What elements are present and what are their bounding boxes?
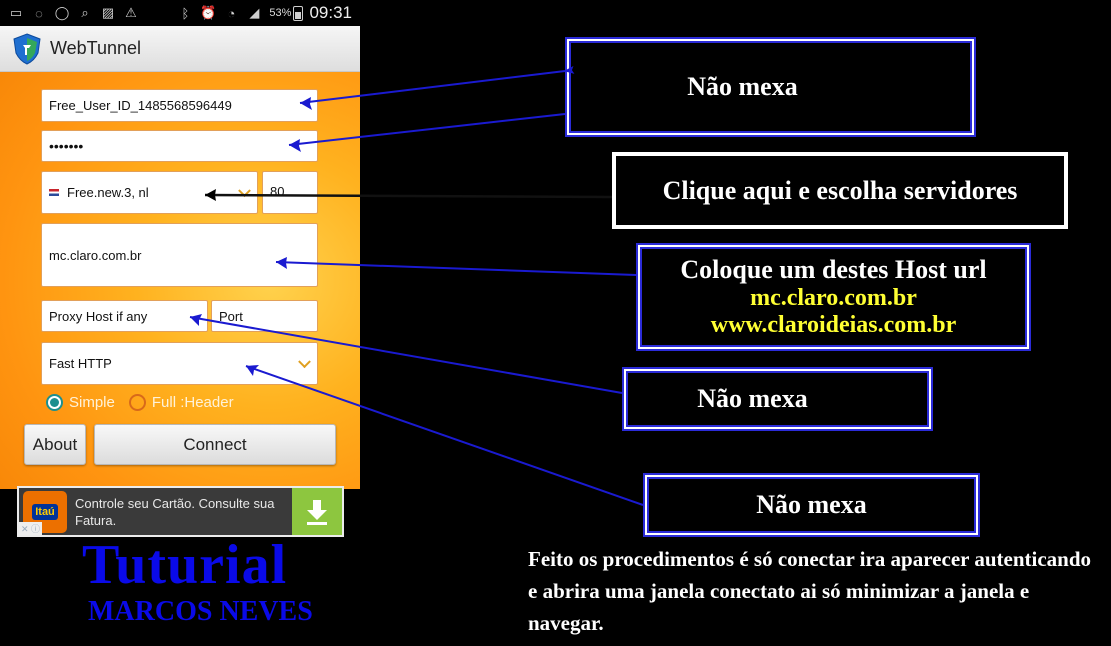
connect-button[interactable]: Connect xyxy=(94,424,336,465)
download-button[interactable] xyxy=(292,488,342,535)
note-host-url-2: www.claroideias.com.br xyxy=(710,312,957,338)
message-icon: ▭ xyxy=(9,5,23,20)
radio-simple-label: Simple xyxy=(69,394,115,411)
note-proxy-text: Não mexa xyxy=(697,384,808,413)
note-host: Coloque um destes Host url mc.claro.com.… xyxy=(636,243,1031,351)
shield-logo-icon xyxy=(13,32,41,65)
proxy-host-field[interactable]: Proxy Host if any xyxy=(41,300,208,332)
download-icon xyxy=(307,499,327,525)
mode-select-value: Fast HTTP xyxy=(49,356,112,371)
battery-icon xyxy=(293,5,304,21)
note-server: Clique aqui e escolha servidores xyxy=(612,152,1068,229)
password-field[interactable]: ••••••• xyxy=(41,130,318,162)
radio-full-header-label: Full :Header xyxy=(151,394,234,411)
battery-percent: 53% xyxy=(269,7,292,19)
ad-banner[interactable]: Itaú Controle seu Cartão. Consulte sua F… xyxy=(17,486,344,537)
chevron-down-icon xyxy=(298,354,311,368)
ad-choices-icon[interactable]: ✕ ⓘ xyxy=(19,522,43,535)
note-host-title: Coloque um destes Host url xyxy=(680,255,987,284)
note-username: Não mexa xyxy=(565,37,976,137)
radio-simple[interactable] xyxy=(46,394,63,411)
alarm-icon: ⏰ xyxy=(200,5,217,20)
header-mode-radios: Simple Full :Header xyxy=(46,394,248,411)
whatsapp-icon: ◯ xyxy=(54,5,70,20)
app-title: WebTunnel xyxy=(50,38,142,58)
tutorial-author: MARCOS NEVES xyxy=(88,596,313,627)
itau-logo-text: Itaú xyxy=(32,504,58,520)
note-server-text: Clique aqui e escolha servidores xyxy=(662,175,1018,205)
note-proxy: Não mexa xyxy=(622,367,933,431)
radio-full-header[interactable] xyxy=(128,394,146,411)
note-username-text: Não mexa xyxy=(687,72,798,101)
mode-select[interactable]: Fast HTTP xyxy=(41,342,318,385)
image-icon: ▨ xyxy=(101,5,115,20)
app-titlebar: WebTunnel xyxy=(0,26,360,72)
about-button[interactable]: About xyxy=(24,424,86,465)
bluetooth-icon: ᛒ xyxy=(181,5,190,21)
note-mode-text: Não mexa xyxy=(756,490,867,519)
server-port-field[interactable]: 80 xyxy=(262,171,318,214)
wifi-icon: ◔ xyxy=(227,5,236,21)
ad-text: Controle seu Cartão. Consulte sua Fatura… xyxy=(75,496,275,528)
signal-icon: ◢ xyxy=(249,5,260,20)
messenger-icon: ◌ xyxy=(35,5,43,21)
clock: 09:31 xyxy=(309,3,352,22)
proxy-port-field[interactable]: Port xyxy=(211,300,318,332)
username-field[interactable]: Free_User_ID_1485568596449 xyxy=(41,89,318,122)
server-select[interactable]: Free.new.3, nl xyxy=(41,171,258,214)
chevron-down-icon xyxy=(238,183,251,197)
footer-instructions: Feito os procedimentos é só conectar ira… xyxy=(528,547,1092,635)
note-host-url-1: mc.claro.com.br xyxy=(750,285,917,311)
search-icon: ⌕ xyxy=(81,5,89,20)
status-bar: ▭ ◌ ◯ ⌕ ▨ ⚠ ᛒ ⏰ ◔ ◢ 53% 09:31 xyxy=(0,0,360,26)
host-field[interactable]: mc.claro.com.br xyxy=(41,223,318,287)
warning-icon: ⚠ xyxy=(125,5,137,20)
note-mode: Não mexa xyxy=(643,473,980,537)
netherlands-flag-icon xyxy=(49,189,59,196)
server-select-value: Free.new.3, nl xyxy=(67,185,149,200)
webtunnel-app: WebTunnel Free_User_ID_1485568596449 •••… xyxy=(0,26,360,489)
tutorial-title: Tuturial xyxy=(82,534,288,596)
